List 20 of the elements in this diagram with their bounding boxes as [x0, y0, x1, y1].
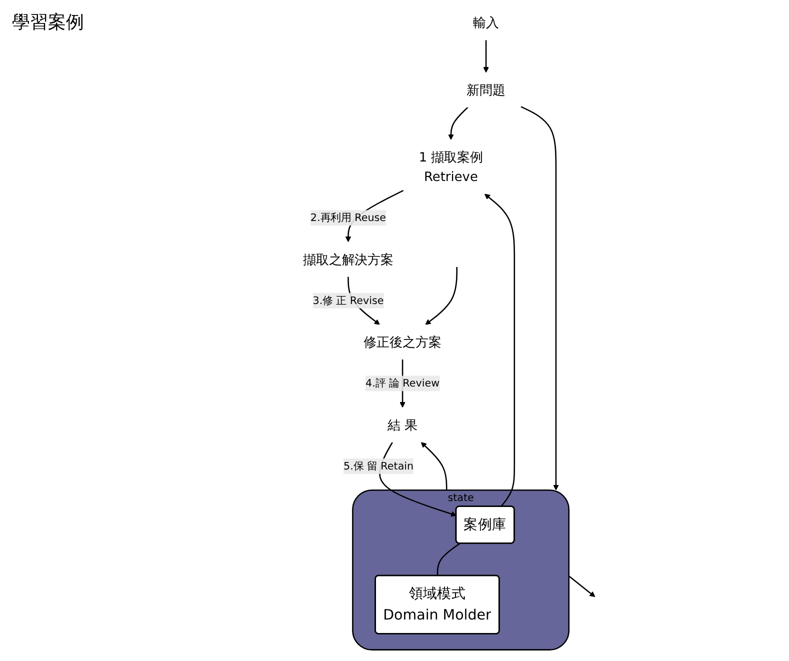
edge-label: 2.再利用 Reuse — [310, 211, 386, 224]
connector — [436, 542, 460, 576]
node-text: 結 果 — [388, 417, 418, 433]
edge-label: 5.保 留 Retain — [344, 460, 414, 472]
arrow — [448, 106, 468, 140]
arrow — [379, 442, 457, 517]
node-text: 修正後之方案 — [364, 334, 442, 350]
node-text: 擷取之解決方案 — [302, 252, 394, 268]
node-text: 新問題 — [466, 82, 506, 98]
node-text: 輸入 — [473, 14, 499, 30]
arrow — [425, 267, 458, 325]
edge-label: 4.評 論 Review — [366, 376, 440, 390]
note-text: 學習案例 — [12, 11, 84, 34]
arrow — [484, 194, 516, 508]
edge-label: 3.修 正 Revise — [312, 294, 384, 306]
arrow — [568, 576, 596, 598]
arrow — [483, 40, 489, 73]
node-text: 1 擷取案例 Retrieve — [418, 149, 483, 184]
arrow — [420, 442, 448, 490]
arrow — [520, 106, 559, 490]
